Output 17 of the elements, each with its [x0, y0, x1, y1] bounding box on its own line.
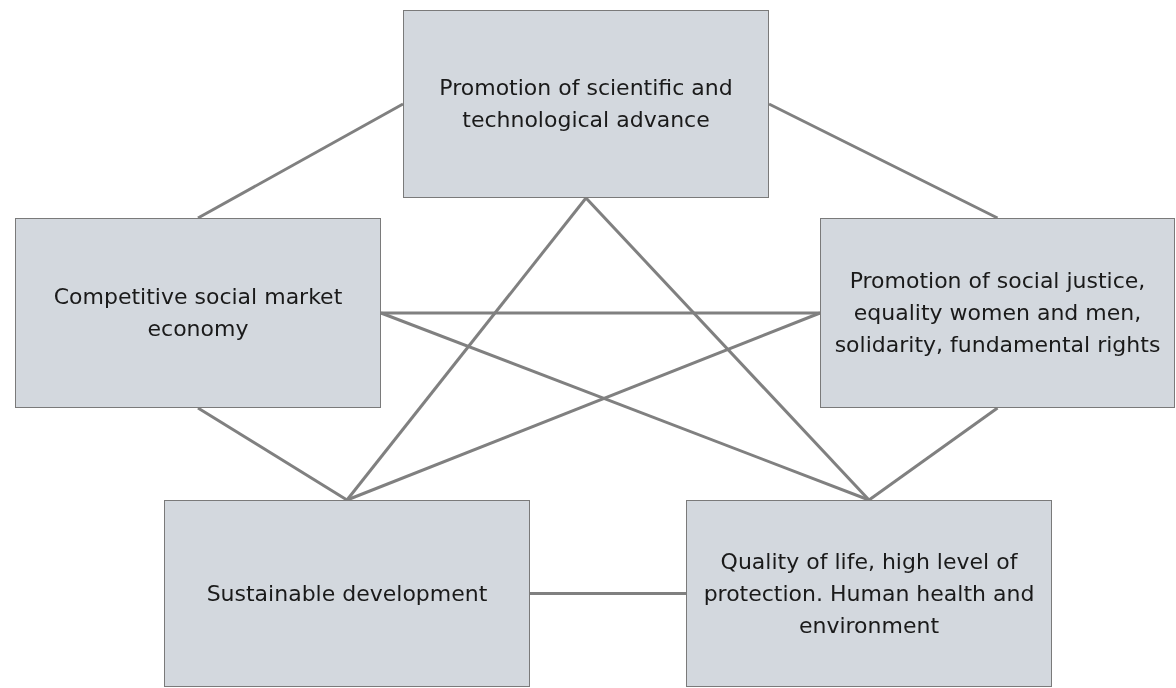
text-box [686, 500, 1052, 687]
box-label: Competitive social market economy [52, 283, 344, 343]
connector-line [197, 102, 404, 220]
text-box [403, 10, 769, 198]
text-box [820, 218, 1175, 408]
connector-line [381, 311, 820, 315]
connector-line [345, 197, 588, 501]
connector-line [530, 592, 686, 595]
connector-line [868, 406, 999, 502]
connector-line [768, 102, 999, 220]
box-label: Promotion of scientific and technological advance [438, 74, 734, 134]
text-box [15, 218, 381, 408]
text-box [164, 500, 530, 687]
box-label: Sustainable development [206, 579, 488, 608]
connector-line [197, 406, 348, 502]
box-label: Promotion of social justice, equality women and men, solidarity, fundamental rights [833, 267, 1162, 359]
box-label: Quality of life, high level of protection. Human health and environment [702, 547, 1036, 640]
